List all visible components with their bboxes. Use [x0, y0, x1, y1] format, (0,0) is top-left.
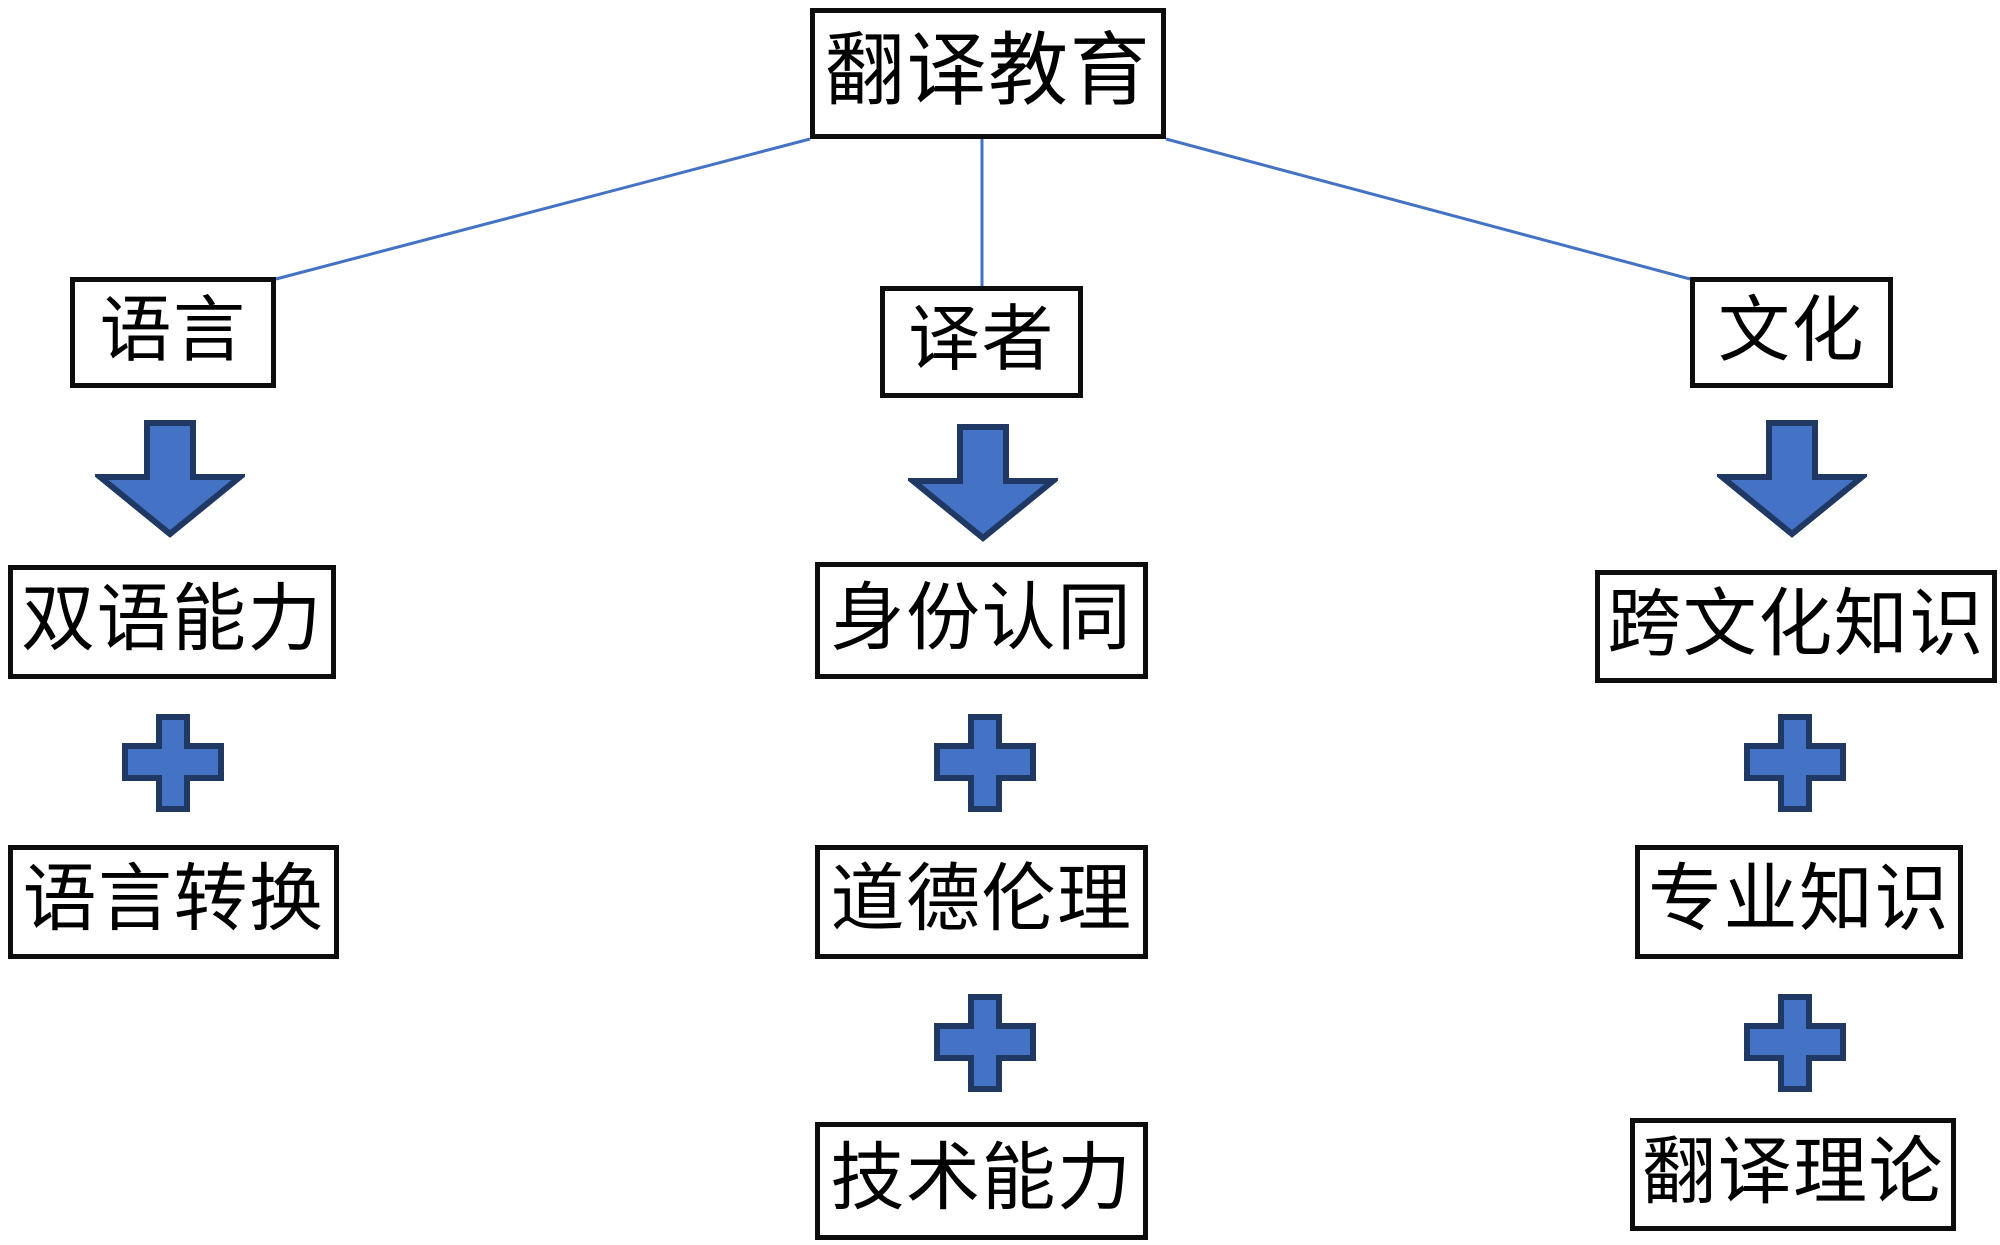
node-branch-head-language[interactable]: 语言 — [70, 277, 276, 388]
node-label: 语言转换 — [22, 859, 325, 941]
plus-icon-translator-2 — [934, 994, 1036, 1092]
node-label: 翻译理论 — [1642, 1131, 1944, 1214]
connector-root-to-language — [275, 137, 811, 281]
node-culture-item-1[interactable]: 跨文化知识 — [1595, 570, 1997, 683]
plus-icon-translator-1 — [934, 714, 1036, 812]
plus-icon-language-1 — [122, 714, 224, 812]
node-branch-head-translator[interactable]: 译者 — [880, 286, 1083, 398]
down-arrow-icon-translator — [908, 424, 1058, 542]
node-culture-item-3[interactable]: 翻译理论 — [1630, 1118, 1956, 1231]
node-label: 身份认同 — [830, 577, 1133, 660]
connector-root-to-culture — [1165, 137, 1691, 281]
plus-icon-culture-2 — [1744, 994, 1846, 1092]
node-label: 技术能力 — [830, 1138, 1133, 1220]
down-arrow-icon-culture — [1717, 420, 1867, 538]
node-label: 翻译教育 — [824, 27, 1152, 116]
down-arrow-icon-language — [95, 420, 245, 538]
node-branch-head-culture[interactable]: 文化 — [1690, 277, 1893, 388]
node-label: 译者 — [908, 300, 1055, 380]
node-label: 语言 — [99, 290, 247, 371]
node-translator-item-2[interactable]: 道德伦理 — [815, 845, 1148, 959]
node-label: 双语能力 — [21, 579, 323, 661]
node-translator-item-1[interactable]: 身份认同 — [815, 562, 1148, 679]
node-label: 跨文化知识 — [1607, 583, 1985, 666]
node-language-item-1[interactable]: 双语能力 — [8, 565, 336, 679]
node-root-translation-education[interactable]: 翻译教育 — [810, 8, 1166, 139]
node-translator-item-3[interactable]: 技术能力 — [815, 1122, 1148, 1240]
node-label: 道德伦理 — [830, 859, 1133, 941]
node-language-item-2[interactable]: 语言转换 — [8, 845, 339, 959]
node-label: 文化 — [1718, 290, 1865, 371]
node-culture-item-2[interactable]: 专业知识 — [1635, 845, 1963, 959]
node-label: 专业知识 — [1648, 859, 1950, 941]
plus-icon-culture-1 — [1744, 714, 1846, 812]
